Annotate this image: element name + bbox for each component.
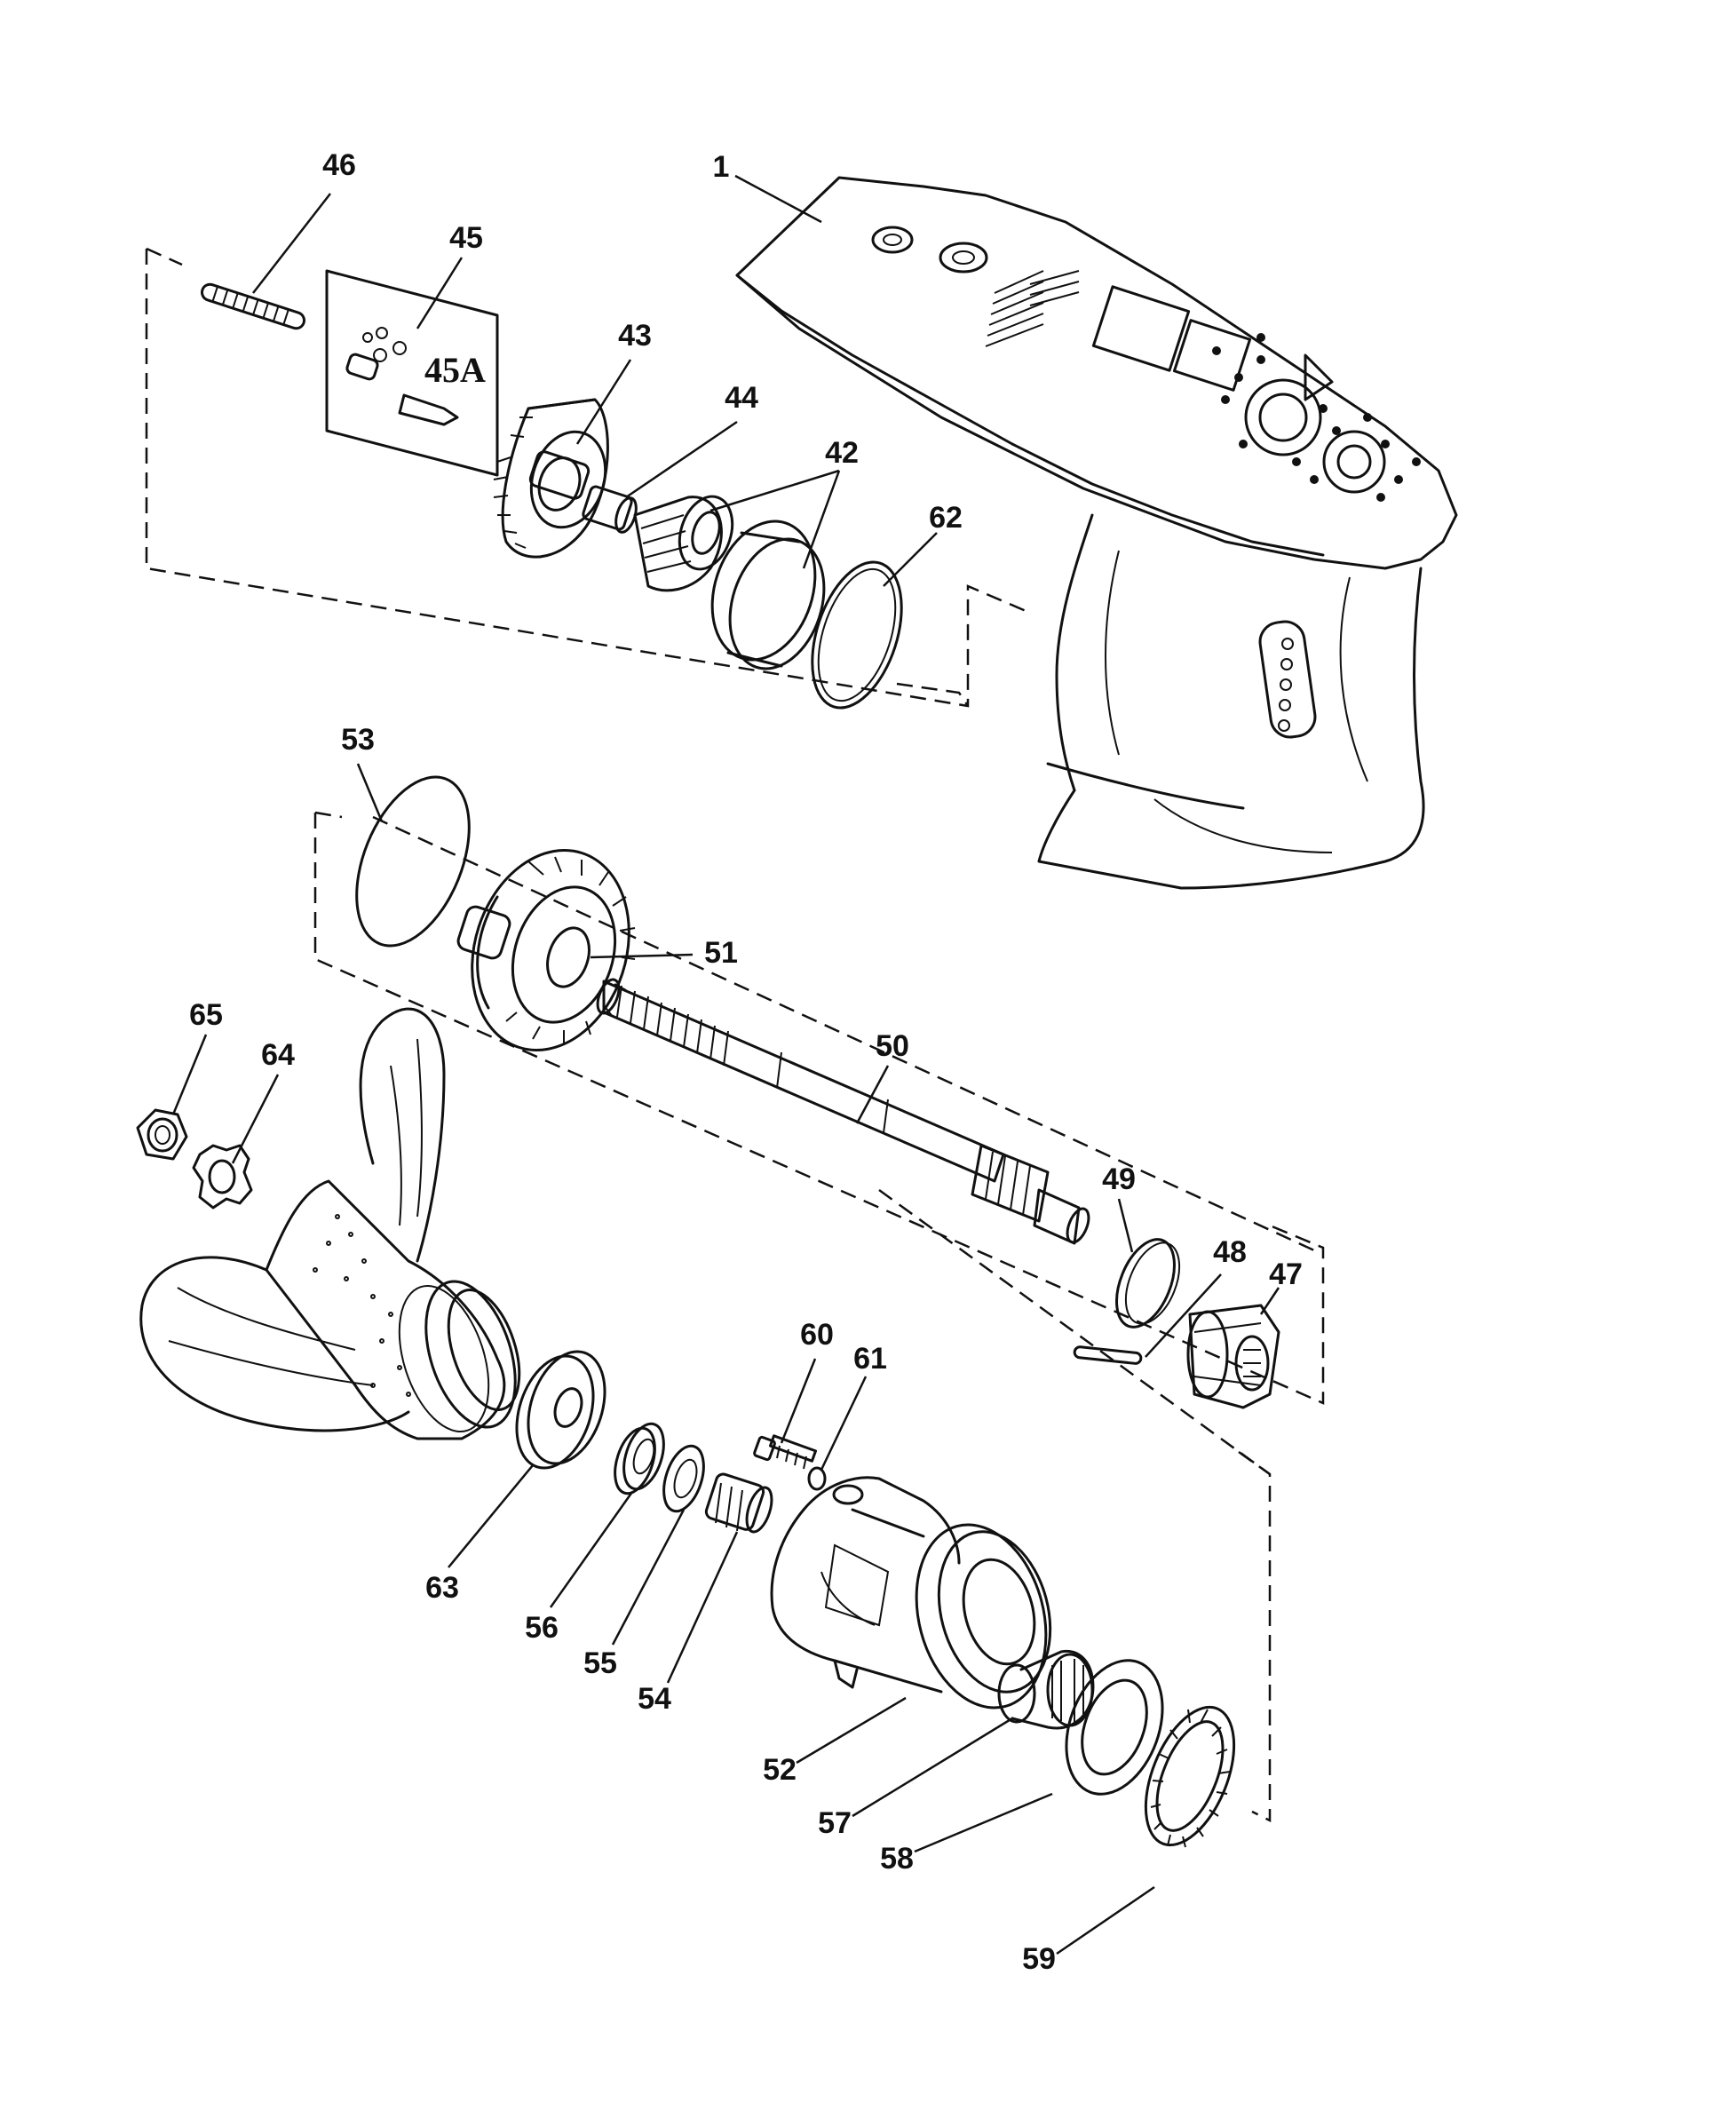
callout-46: 46: [322, 148, 356, 182]
washer-part-61: [807, 1466, 827, 1491]
callout-57: 57: [818, 1806, 852, 1840]
callout-55: 55: [583, 1646, 617, 1680]
gear-teeth-43: [493, 416, 533, 549]
callout-59: 59: [1022, 1942, 1056, 1976]
callout-63: 63: [425, 1571, 459, 1605]
hub-stipple: [313, 1214, 411, 1397]
housing-bolt-holes: [1212, 333, 1421, 502]
shaft-splines-rear: [985, 1151, 1031, 1216]
callout-56: 56: [525, 1611, 559, 1645]
callout-49: 49: [1102, 1162, 1136, 1196]
needle-bearing-part-57: [997, 1649, 1095, 1730]
callout-1: 1: [713, 150, 730, 184]
gear-housing-part-1: [735, 176, 1458, 890]
shaft-splines: [616, 985, 729, 1067]
needle-bearing-part-54: [704, 1472, 773, 1534]
propeller-shaft-part-50: [596, 978, 1090, 1245]
callout-60: 60: [800, 1318, 834, 1352]
prop-nut-part-65: [136, 1108, 188, 1161]
seal-part-56: [614, 1422, 665, 1495]
seal-part-55: [662, 1444, 705, 1513]
callout-65: 65: [189, 998, 223, 1032]
thrust-bearing-part-59: [1144, 1705, 1236, 1848]
leader-lines: [171, 174, 1280, 1955]
pin-part-46: [200, 282, 306, 330]
callout-52: 52: [763, 1753, 797, 1787]
callout-45: 45: [449, 221, 483, 255]
callout-62: 62: [929, 501, 963, 535]
housing-badge-marks: [1278, 638, 1294, 732]
callout-44: 44: [725, 381, 758, 415]
reverse-gear-part-51: [456, 849, 636, 1051]
assembly-dashed-outlines: [145, 247, 1325, 1823]
thrust-bearing-rollers: [1150, 1709, 1231, 1848]
thrust-washer-part-63: [515, 1350, 606, 1470]
tab-washer-part-64: [192, 1144, 253, 1210]
screw-part-60: [753, 1434, 818, 1470]
ring-part-49: [1115, 1238, 1181, 1329]
callout-61: 61: [853, 1342, 887, 1376]
callout-labels: 1 46 45 45A 43 44 42 62 53 51 50 49 48 4…: [189, 148, 1303, 1976]
callout-51: 51: [704, 936, 738, 970]
callout-42: 42: [825, 436, 859, 470]
callout-53: 53: [341, 723, 375, 757]
forward-gear-part-43: [493, 398, 609, 559]
callout-64: 64: [261, 1038, 295, 1072]
kit-inset-part-45: [325, 269, 499, 477]
tapered-bearing-part-42: [633, 495, 734, 592]
callout-50: 50: [876, 1029, 909, 1063]
o-ring-part-53: [355, 775, 471, 948]
cross-pin-part-48: [1073, 1345, 1143, 1365]
callout-47: 47: [1269, 1257, 1303, 1291]
propeller: [139, 1007, 521, 1440]
callout-54: 54: [638, 1682, 671, 1716]
bearing-rollers-42: [640, 514, 692, 573]
callout-48: 48: [1213, 1235, 1247, 1269]
clutch-part-47: [1186, 1304, 1280, 1409]
thrust-washer-part-58: [1065, 1659, 1164, 1796]
bearing-carrier-part-52: [770, 1476, 1052, 1709]
callout-43: 43: [618, 319, 652, 353]
o-ring-part-62: [811, 560, 903, 710]
callout-45a: 45A: [424, 350, 486, 390]
housing-vent-slots: [985, 270, 1080, 347]
callout-58: 58: [880, 1842, 914, 1876]
